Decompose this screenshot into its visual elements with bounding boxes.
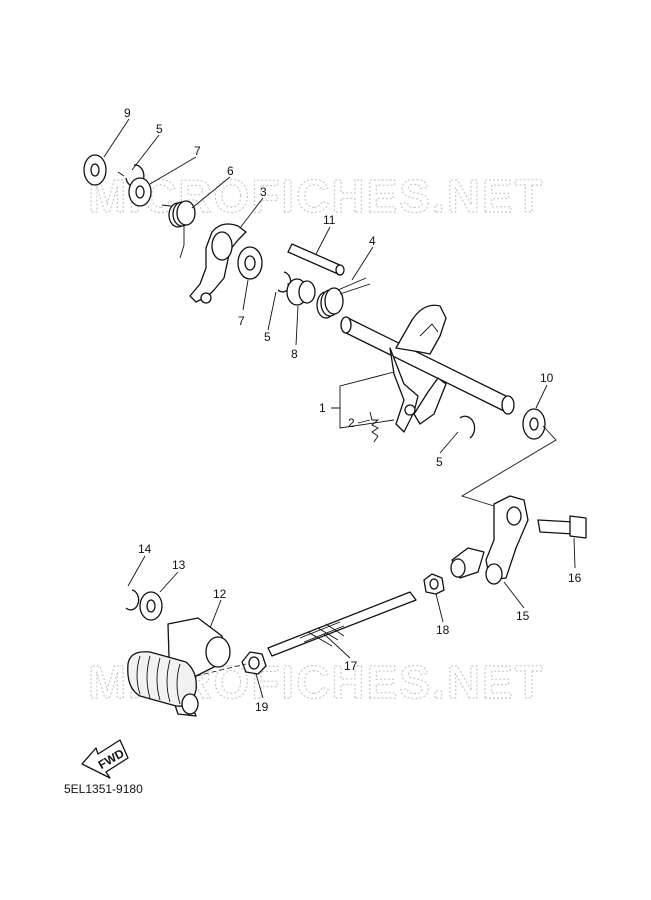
callout-8: 8 [291, 347, 298, 361]
part-11-pin [287, 243, 345, 276]
callout-6: 6 [227, 164, 234, 178]
callout-3: 3 [260, 185, 267, 199]
part-6-spring [161, 200, 196, 259]
callout-11: 11 [323, 213, 336, 227]
part-4-spring [316, 277, 371, 319]
callout-18: 18 [436, 623, 450, 637]
part-5-circlip-right [459, 415, 476, 439]
fwd-arrow-icon: FWD [81, 739, 129, 779]
callout-12: 12 [213, 587, 227, 601]
callout-4: 4 [369, 234, 376, 248]
connection-line [460, 425, 557, 507]
watermark-top: MICROFICHES.NET [88, 170, 545, 222]
part-14-circlip [125, 589, 140, 611]
callout-14: 14 [138, 542, 152, 556]
part-8-collar [286, 278, 316, 306]
part-3-shift-lever [189, 223, 247, 304]
part-7-washer-middle [237, 246, 263, 280]
part-13-washer [139, 591, 163, 621]
part-1-shift-shaft [340, 304, 515, 433]
callout-10: 10 [540, 371, 554, 385]
callout-5-middle: 5 [264, 330, 271, 344]
part-15-shift-arm [450, 495, 529, 585]
diagram-code: 5EL1351-9180 [64, 782, 143, 796]
part-12-shift-pedal [127, 617, 247, 717]
callout-5-top: 5 [156, 122, 163, 136]
callout-7-top: 7 [194, 144, 201, 158]
callout-19: 19 [255, 700, 269, 714]
part-16-bolt [537, 515, 587, 539]
leader-lines [103, 118, 576, 699]
callout-5-right: 5 [436, 455, 443, 469]
callout-2: 2 [348, 416, 355, 430]
callout-1: 1 [319, 401, 326, 415]
part-7-washer-top [128, 177, 152, 207]
part-19-nut [241, 651, 267, 675]
part-17-shift-rod [267, 591, 417, 657]
part-10-washer [522, 408, 546, 440]
callout-15: 15 [516, 609, 530, 623]
part-18-nut [423, 573, 445, 595]
callout-7-middle: 7 [238, 314, 245, 328]
part-9-washer [83, 154, 107, 186]
callout-13: 13 [172, 558, 186, 572]
callout-17: 17 [344, 659, 358, 673]
callout-9: 9 [124, 106, 131, 120]
part-2-spring [369, 411, 380, 443]
callout-16: 16 [568, 571, 582, 585]
callout-numbers: 9 5 7 6 3 11 4 7 5 8 1 2 5 10 16 15 18 1… [124, 106, 582, 714]
